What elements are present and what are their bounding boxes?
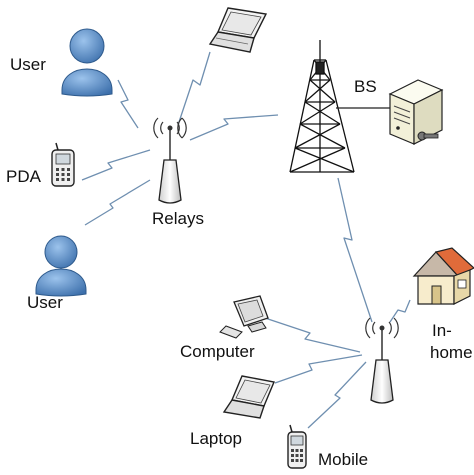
link-user-bottom-relay — [84, 179, 151, 226]
mobile-phone-icon — [287, 424, 307, 469]
link-laptop-relay — [274, 354, 363, 384]
label-user-bottom: User — [27, 293, 63, 312]
label-mobile: Mobile — [318, 450, 368, 469]
label-bs: BS — [354, 77, 377, 96]
label-laptop: Laptop — [190, 429, 242, 448]
house-icon — [412, 247, 474, 305]
link-computer-relay — [264, 317, 361, 353]
link-house-relay — [389, 299, 411, 323]
user-icon — [61, 28, 113, 97]
user-icon — [35, 235, 87, 297]
cell-tower-icon — [289, 40, 355, 173]
server-icon — [388, 79, 444, 145]
link-laptop-top-relay — [177, 51, 211, 126]
laptop-icon — [208, 7, 268, 53]
label-inhome-line1: In- — [432, 321, 452, 340]
link-user-top-relay — [117, 79, 139, 129]
wireless-links — [81, 51, 411, 429]
label-computer: Computer — [180, 342, 255, 361]
label-inhome-line2: home — [430, 343, 473, 362]
label-relays: Relays — [152, 209, 204, 228]
relay-antenna-icon — [153, 117, 187, 204]
computer-icon — [219, 295, 269, 339]
link-bs-bottom-relay — [337, 177, 373, 323]
link-pda-relay — [81, 149, 151, 181]
link-mobile-relay — [307, 361, 367, 429]
label-pda: PDA — [6, 167, 42, 186]
laptop-icon — [222, 375, 275, 419]
link-relay-bs — [189, 114, 279, 141]
relay-antenna-icon — [365, 317, 399, 404]
pda-icon — [51, 142, 75, 187]
label-user-top: User — [10, 55, 46, 74]
